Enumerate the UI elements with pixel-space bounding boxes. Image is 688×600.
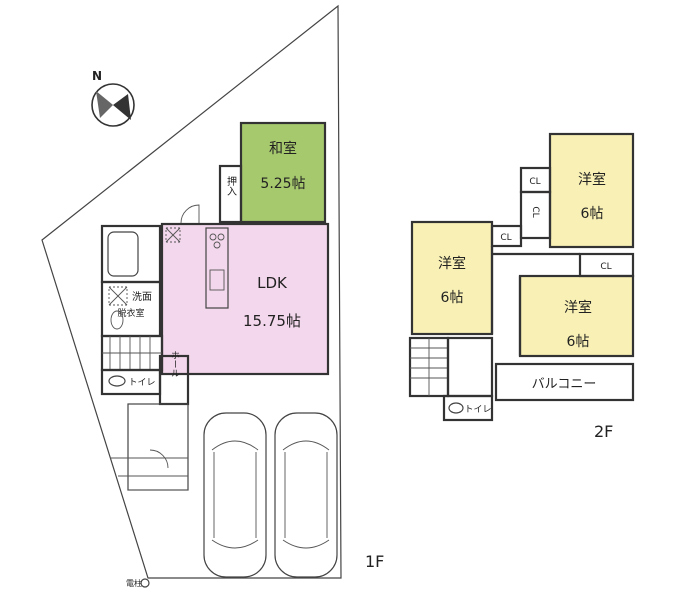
youshitsu-left-name: 洋室 [438, 255, 466, 272]
senmen-label: 洗面 [132, 291, 152, 303]
ldk-size: 15.75帖 [243, 312, 301, 330]
youshitsu-left-size: 6帖 [441, 290, 464, 306]
washitsu-size: 5.25帖 [260, 176, 305, 192]
youshitsu-bottom-name: 洋室 [564, 299, 592, 316]
floor2: 洋室 6帖 洋室 6帖 洋室 6帖 CL CL CL CL トイレ [408, 132, 635, 441]
closet-1-label: CL [529, 177, 540, 187]
toilet-label-2f: トイレ [464, 405, 491, 415]
compass-north-label: N [92, 69, 102, 83]
door-swing-icon [180, 204, 200, 224]
stove-icon [209, 233, 225, 249]
balcony [494, 362, 635, 402]
youshitsu-top-size: 6帖 [581, 206, 604, 222]
car-icon [274, 412, 338, 578]
youshitsu-room-top [548, 132, 635, 249]
bathroom [100, 224, 162, 284]
toilet-room-2f [442, 394, 494, 422]
oshiire-closet [218, 164, 243, 224]
door-swing-icon [149, 449, 169, 469]
floor1: 和室 5.25帖 押入 LDK 15.75帖 洗面 脱衣室 [41, 4, 384, 588]
utility-pole-label: 電柱 [126, 578, 142, 588]
ldk-name: LDK [257, 274, 288, 292]
youshitsu-room-left [410, 220, 494, 336]
sink-icon [209, 269, 225, 291]
youshitsu-top-name: 洋室 [578, 171, 606, 188]
floor2-label: 2F [594, 422, 613, 441]
oshiire-label: 押入 [225, 175, 237, 196]
closet-2-label: CL [530, 206, 540, 217]
site-boundary [41, 4, 342, 579]
closet-3 [490, 224, 523, 248]
car-icon [203, 412, 267, 578]
closet-4 [578, 252, 635, 278]
staircase-icon [102, 336, 162, 370]
washing-machine-icon [108, 286, 128, 306]
youshitsu-bottom-size: 6帖 [567, 334, 590, 350]
toilet-icon [108, 375, 126, 387]
floor1-label: 1F [365, 552, 384, 571]
closet-3-label: CL [500, 233, 511, 243]
washitsu-name: 和室 [269, 140, 297, 157]
staircase-icon [410, 338, 448, 396]
closet-2 [519, 190, 552, 240]
washitsu-room [239, 121, 327, 224]
utility-pole-icon [140, 578, 150, 588]
toilet-label-1f: トイレ [128, 378, 155, 388]
entrance [127, 403, 189, 491]
closet-4-label: CL [600, 262, 611, 272]
hall-label: ホール [169, 350, 180, 377]
ldk-room [160, 222, 330, 376]
sink-icon [110, 310, 124, 330]
compass-icon: N [91, 69, 135, 127]
toilet-icon [448, 402, 464, 414]
kitchen-counter [205, 227, 229, 309]
datsui-label: 脱衣室 [117, 307, 144, 319]
balcony-label: バルコニー [532, 377, 597, 392]
bathtub-icon [107, 231, 139, 277]
fridge-space-icon [165, 227, 181, 243]
hall-2f [446, 336, 494, 398]
youshitsu-room-bottom [518, 274, 635, 358]
corridor-walls [490, 246, 580, 356]
